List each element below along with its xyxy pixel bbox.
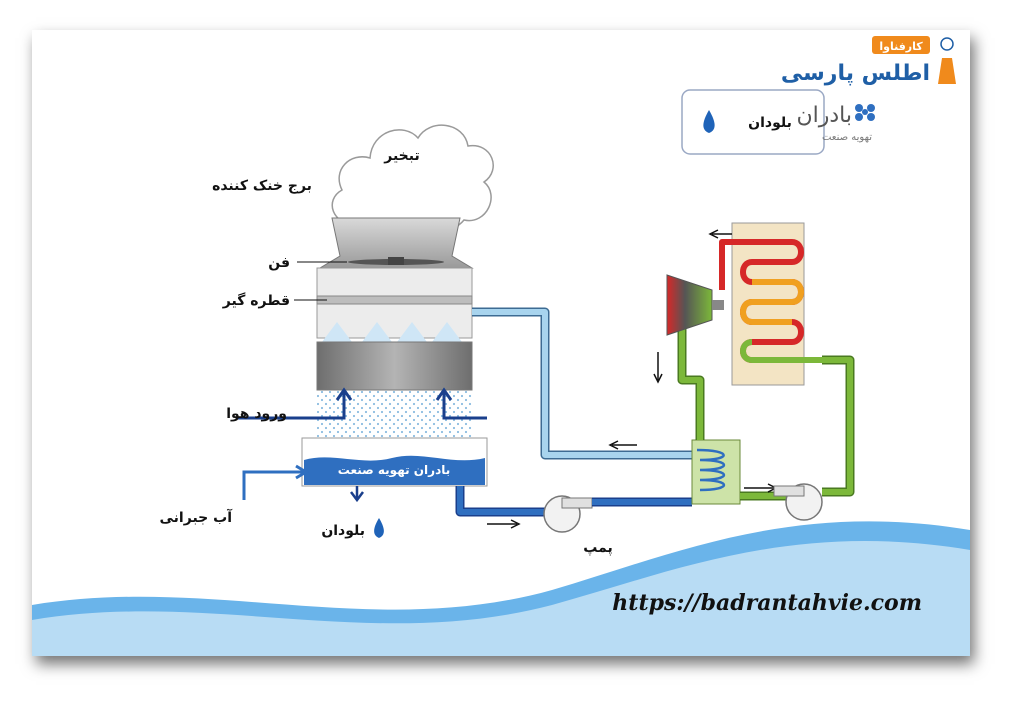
fan-icon: [855, 104, 875, 121]
basin-water: [304, 455, 485, 485]
diagram-frame: تبخیر برج خنک کننده فن قطره گیر: [32, 30, 970, 656]
legend-box: [681, 89, 825, 155]
flow-arrow-icon: [608, 440, 637, 450]
air-arrow-left-icon: [237, 387, 353, 420]
atlas-badge: کارفناوا: [879, 40, 923, 53]
cool-pipe-supply: [472, 307, 692, 460]
pump-icon: [773, 483, 823, 521]
badran-sub: تهویه صنعت: [822, 132, 872, 143]
turbine: [666, 274, 713, 336]
label-pump: پمپ: [583, 540, 612, 556]
water-drop-icon: [703, 110, 715, 133]
label-makeup-water: آب جبرانی: [160, 508, 234, 526]
air-arrow-right-icon: [435, 387, 487, 420]
cloud-icon: [331, 124, 494, 233]
fill-pack: [316, 341, 473, 391]
makeup-water-arrow-icon: [242, 464, 309, 500]
website-url: https://badrantahvie.com: [612, 590, 922, 616]
cooling-tower-diagram: تبخیر برج خنک کننده فن قطره گیر: [32, 36, 970, 656]
badran-name: بادران: [796, 103, 852, 128]
pump-icon: [543, 495, 593, 533]
basin-brand-label: بادران تهویه صنعت: [338, 463, 451, 478]
label-blowdown: بلودان: [321, 523, 365, 539]
label-drift-eliminator: قطره گیر: [222, 292, 290, 309]
label-air-inlet: ورود هوا: [226, 406, 287, 422]
blowdown-arrow-icon: [350, 486, 364, 503]
water-drop-icon: [374, 518, 384, 538]
label-cooling-tower: برج خنک کننده: [212, 178, 312, 194]
fan-icon: [348, 257, 444, 265]
label-fan: فن: [268, 255, 290, 271]
tower-logo-icon: [938, 37, 956, 84]
drift-eliminator: [316, 295, 473, 305]
atlas-name: اطلس پارسی: [781, 61, 930, 86]
label-evaporation: تبخیر: [383, 148, 420, 164]
spray-nozzles: [322, 322, 462, 342]
badran-logo: بادران تهویه صنعت: [796, 103, 875, 143]
ground-wave-light: [32, 541, 970, 656]
return-pipe: [455, 486, 554, 517]
atlas-logo: کارفناوا اطلس پارسی: [781, 36, 956, 86]
legend-blowdown-label: بلودان: [748, 115, 792, 131]
hot-pipe-top: [719, 239, 792, 290]
